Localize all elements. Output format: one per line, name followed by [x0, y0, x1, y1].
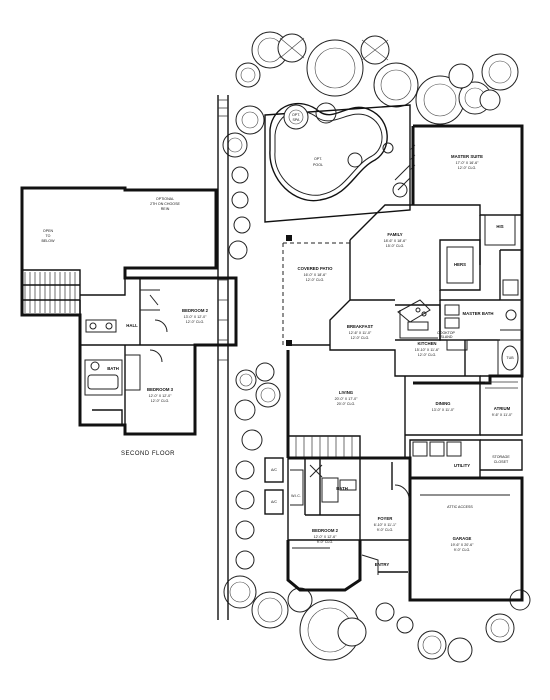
landscaping	[222, 31, 531, 663]
bedroom2-upper-name: BEDROOM 2	[182, 308, 209, 313]
family-dim: 18'-6" X 18'-6"	[384, 239, 407, 243]
living-name: LIVING	[339, 390, 354, 395]
open-below-label-1: OPEN	[43, 229, 54, 233]
bedroom3-clg: 12'-0" CLG.	[151, 399, 170, 403]
bedroom-lower-name: BEDROOM 2	[312, 528, 339, 533]
covered-patio-clg: 12'-0" CLG.	[306, 278, 325, 282]
garage-dim: 19'-6" X 20'-6"	[451, 543, 474, 547]
open-below-label-3: BELOW	[42, 239, 56, 243]
bath-lower-label: BATH	[336, 486, 348, 491]
optional-label-2: 2TH ON CHOOSE	[150, 202, 180, 206]
optional-label-3: REIN	[161, 207, 170, 211]
open-below-label-2: TO	[46, 234, 51, 238]
master-bath-label: MASTER BATH	[463, 311, 494, 316]
cooktop-label-2: ISLAND	[440, 335, 453, 339]
spa-label-1: OPT.	[292, 113, 300, 117]
hers-label: HERS	[454, 262, 466, 267]
ac1-label: A/C	[271, 468, 277, 472]
storage-label-1: STORAGE	[492, 455, 510, 459]
kitchen-name: KITCHEN	[417, 341, 436, 346]
hall-label: HALL	[126, 323, 138, 328]
bedroom-lower-dim: 12'-0" X 12'-6"	[314, 535, 337, 539]
bedroom-lower-clg: 9'-0" CLG.	[317, 540, 334, 544]
his-label: HIS	[496, 224, 503, 229]
walkway	[217, 95, 229, 620]
atrium-dim: 9'-6" X 11'-0"	[492, 413, 513, 417]
second-floor-plan	[20, 186, 238, 436]
bedroom2-upper-dim: 13'-0" X 12'-0"	[184, 315, 207, 319]
bedroom3-name: BEDROOM 3	[147, 387, 174, 392]
master-suite-dim: 17'-0" X 16'-6"	[456, 161, 479, 165]
ac2-label: A/C	[271, 500, 277, 504]
master-suite-clg: 12'-0" CLG.	[458, 166, 477, 170]
entry-label: ENTRY	[375, 562, 390, 567]
room-labels: OPTIONAL 2TH ON CHOOSE REIN OPEN TO BELO…	[42, 113, 515, 567]
utility-label: UTILITY	[454, 463, 470, 468]
optional-label-1: OPTIONAL	[156, 197, 174, 201]
covered-patio-name: COVERED PATIO	[298, 266, 334, 271]
family-name: FAMILY	[387, 232, 402, 237]
first-floor-plan	[264, 124, 524, 602]
tub-label: TUB	[506, 356, 514, 360]
second-floor-title: SECOND FLOOR	[121, 451, 175, 457]
breakfast-dim: 12'-6" X 11'-0"	[349, 331, 372, 335]
foyer-clg: 9'-0" CLG.	[377, 528, 394, 532]
garage-name: GARAGE	[453, 536, 472, 541]
living-dim: 20'-0" X 17'-0"	[335, 397, 358, 401]
foyer-name: FOYER	[378, 516, 394, 521]
garage-clg: 9'-0" CLG.	[454, 548, 471, 552]
pool-label-2: POOL	[313, 163, 323, 167]
cooktop-label-1: COOKTOP	[437, 331, 456, 335]
bath-upper-label: BATH	[107, 366, 119, 371]
breakfast-clg: 12'-0" CLG.	[351, 336, 370, 340]
pool-label-1: OPT.	[314, 157, 322, 161]
wic-label: W.I.C.	[291, 494, 301, 498]
family-clg: 15'-0" CLG.	[386, 244, 405, 248]
living-clg: 20'-0" CLG.	[337, 402, 356, 406]
covered-patio-dim: 16'-0" X 18'-6"	[304, 273, 327, 277]
atrium-name: ATRIUM	[494, 406, 511, 411]
bedroom2-upper-clg: 12'-0" CLG.	[186, 320, 205, 324]
dining-dim: 13'-0" X 11'-0"	[432, 408, 455, 412]
attic-label: ATTIC ACCESS	[447, 505, 473, 509]
pool-area	[264, 102, 416, 223]
storage-label-2: CLOSET	[494, 460, 509, 464]
spa-label-2: SPA	[293, 118, 301, 122]
foyer-dim: 6'-10" X 11'-1"	[374, 523, 397, 527]
bedroom3-dim: 12'-0" X 12'-0"	[149, 394, 172, 398]
master-suite-name: MASTER SUITE	[451, 154, 483, 159]
kitchen-dim: 15'-10" X 11'-6"	[415, 348, 440, 352]
kitchen-clg: 12'-0" CLG.	[418, 353, 437, 357]
breakfast-name: BREAKFAST	[347, 324, 374, 329]
dining-name: DINING	[435, 401, 451, 406]
